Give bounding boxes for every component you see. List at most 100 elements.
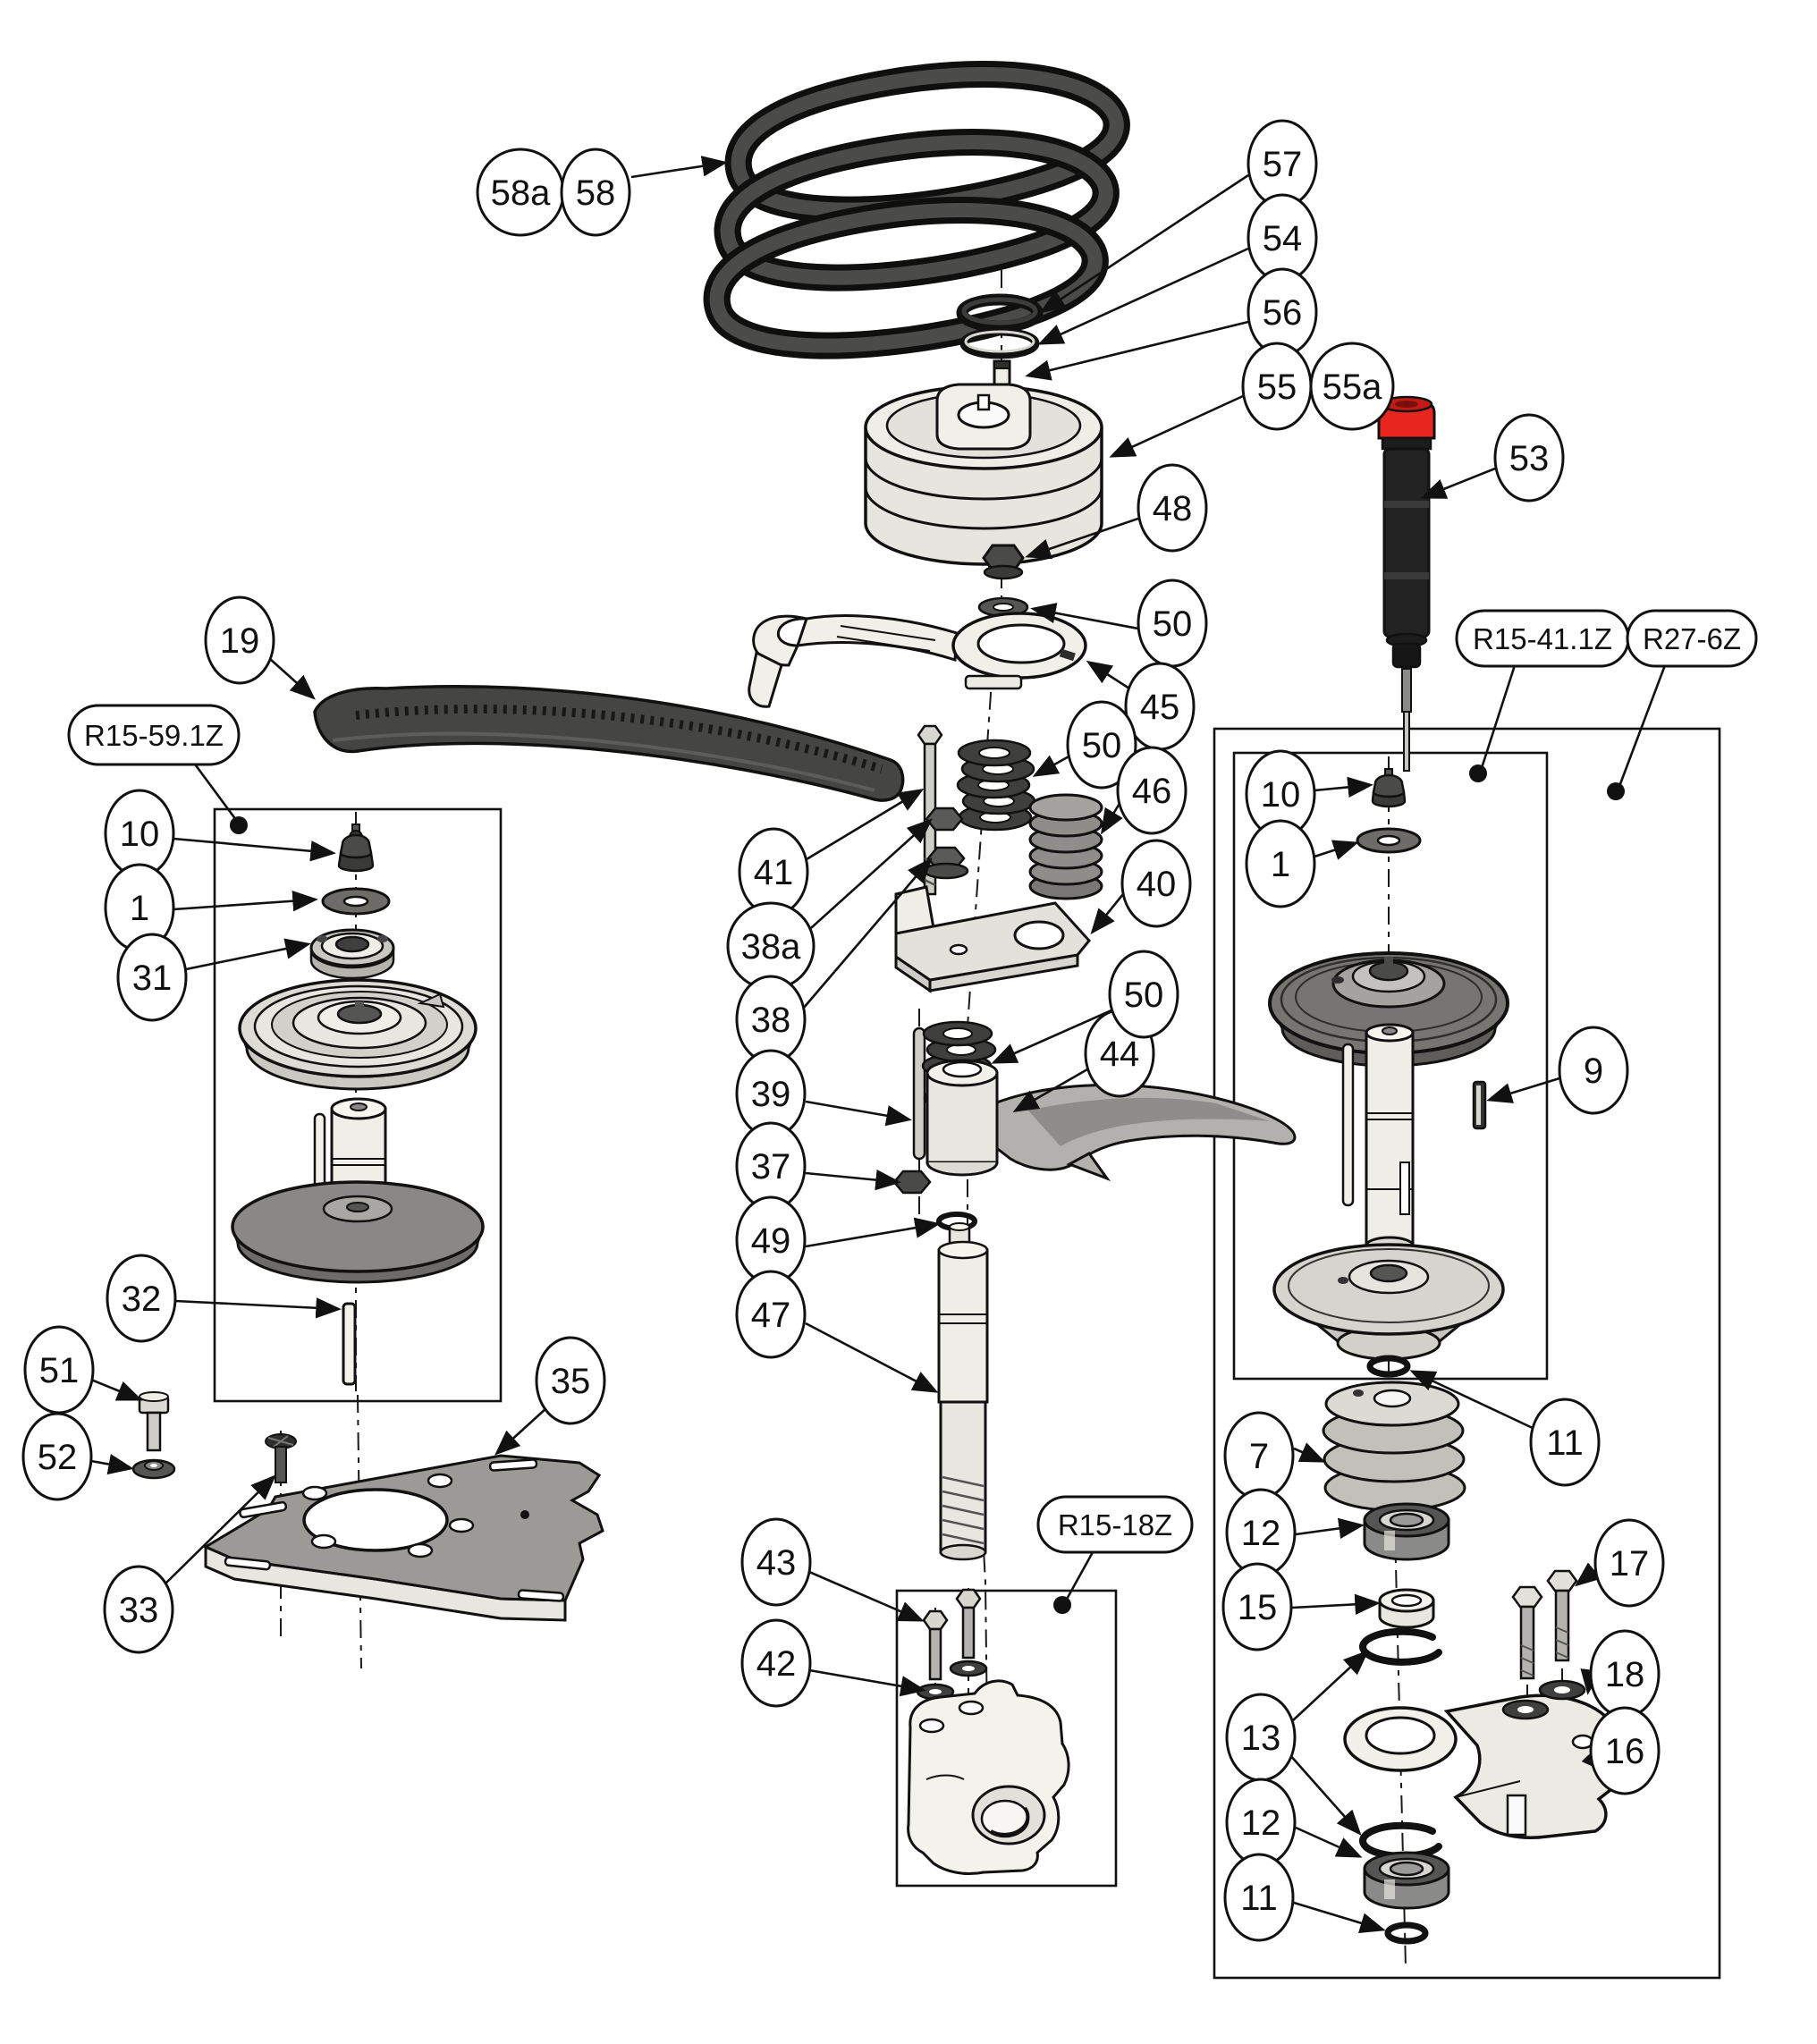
svg-text:46: 46	[1132, 772, 1172, 811]
balloon-16: 16	[1589, 1706, 1661, 1795]
svg-text:40: 40	[1137, 865, 1177, 904]
balloon-56: 56	[1247, 267, 1318, 357]
svg-text:9: 9	[1584, 1052, 1603, 1091]
svg-text:R27-6Z: R27-6Z	[1643, 622, 1741, 655]
balloon-39: 39	[735, 1049, 807, 1138]
leader-r15-18	[1063, 1551, 1094, 1603]
svg-text:37: 37	[751, 1147, 791, 1187]
balloon-11-upper: 11	[1529, 1398, 1601, 1487]
svg-text:51: 51	[39, 1351, 80, 1390]
balloon-47: 47	[735, 1270, 807, 1359]
svg-text:32: 32	[122, 1280, 162, 1319]
balloon-7: 7	[1223, 1411, 1295, 1500]
leader-9	[1486, 1077, 1560, 1103]
balloon-42: 42	[740, 1618, 812, 1708]
leader-31	[185, 938, 311, 971]
svg-text:38a: 38a	[741, 927, 801, 967]
svg-text:42: 42	[756, 1644, 797, 1684]
svg-text:R15-41.1Z: R15-41.1Z	[1473, 622, 1612, 655]
part-13-snap-ring-upper	[1359, 1627, 1442, 1666]
svg-text:12: 12	[1241, 1514, 1281, 1553]
svg-text:15: 15	[1238, 1588, 1278, 1627]
part-51-bolt	[138, 1391, 170, 1452]
svg-text:10: 10	[120, 815, 160, 854]
part-38-flange-nut	[923, 846, 969, 880]
part-housing-casting	[907, 1679, 1070, 1876]
part-7-stack-pulley	[1322, 1381, 1466, 1512]
svg-text:52: 52	[38, 1438, 78, 1477]
svg-text:50: 50	[1082, 726, 1122, 765]
leader-46	[1100, 801, 1123, 835]
balloon-11-lower: 11	[1223, 1853, 1295, 1942]
part-57-oring	[956, 293, 1044, 333]
svg-text:19: 19	[220, 621, 260, 661]
ref-label-r27-6z: R27-6Z	[1626, 609, 1758, 668]
part-37-nut	[892, 1170, 932, 1195]
part-18-washers	[1501, 1679, 1586, 1720]
balloon-12-upper: 12	[1225, 1488, 1297, 1577]
svg-text:16: 16	[1605, 1732, 1645, 1771]
svg-text:18: 18	[1605, 1655, 1645, 1694]
balloon-18: 18	[1589, 1629, 1661, 1719]
svg-text:55: 55	[1257, 367, 1297, 407]
part-44-arm	[925, 1059, 1297, 1182]
leader-43	[808, 1570, 925, 1622]
balloon-13: 13	[1225, 1693, 1297, 1782]
balloon-12-lower: 12	[1225, 1778, 1297, 1867]
leader-12-lower	[1295, 1826, 1363, 1858]
part-left-fixed-sheave	[238, 978, 477, 1091]
leader-r27-6	[1617, 664, 1667, 790]
balloon-38a: 38a	[726, 901, 816, 991]
balloon-43: 43	[740, 1517, 812, 1607]
balloon-50-top: 50	[1137, 579, 1208, 668]
part-17-bolts	[1511, 1569, 1578, 1680]
svg-text:12: 12	[1241, 1803, 1281, 1843]
part-11-oring-upper	[1366, 1355, 1411, 1378]
balloon-46: 46	[1116, 746, 1187, 835]
balloon-50-mid: 50	[1066, 700, 1137, 790]
leader-58	[630, 156, 728, 179]
part-55-pulley	[864, 383, 1103, 566]
leader-57	[1039, 173, 1249, 314]
part-11-oring-lower	[1384, 1922, 1429, 1945]
part-32-key	[342, 1302, 357, 1386]
leader-33	[164, 1474, 276, 1585]
ref-label-r15-41-1z: R15-41.1Z	[1455, 609, 1630, 668]
balloon-55: 55	[1241, 342, 1313, 431]
svg-text:58a: 58a	[491, 173, 551, 213]
svg-text:55a: 55a	[1323, 367, 1382, 407]
svg-text:35: 35	[551, 1362, 591, 1401]
leader-15	[1291, 1593, 1381, 1615]
svg-text:R15-18Z: R15-18Z	[1058, 1508, 1172, 1541]
svg-text:54: 54	[1263, 219, 1303, 258]
svg-text:1: 1	[130, 889, 149, 928]
svg-text:31: 31	[132, 959, 173, 998]
leader-12-upper	[1295, 1517, 1365, 1539]
part-15-spacer	[1378, 1588, 1435, 1629]
leader-38	[802, 857, 933, 1009]
part-19-toothed-belt	[313, 685, 905, 802]
part-48-nut	[982, 544, 1025, 580]
svg-text:17: 17	[1610, 1544, 1650, 1584]
balloon-57: 57	[1247, 119, 1318, 208]
leader-49	[805, 1217, 941, 1248]
svg-text:57: 57	[1263, 145, 1303, 184]
balloon-51: 51	[23, 1325, 95, 1415]
part-47-shaft	[937, 1222, 989, 1561]
balloon-53: 53	[1493, 413, 1565, 503]
leader-dot-r15-18	[1053, 1596, 1071, 1614]
leader-55	[1109, 394, 1244, 458]
svg-text:7: 7	[1249, 1437, 1269, 1476]
leader-11-lower	[1293, 1901, 1386, 1934]
svg-text:38: 38	[751, 1001, 791, 1040]
leader-11-upper	[1409, 1370, 1535, 1431]
balloon-1-left: 1	[104, 863, 175, 952]
leader-18	[1580, 1668, 1601, 1695]
leader-45	[1086, 660, 1130, 690]
balloon-37: 37	[735, 1121, 807, 1211]
leader-35	[494, 1406, 548, 1456]
leader-1-right	[1314, 840, 1359, 860]
balloon-40: 40	[1120, 839, 1192, 928]
right-outer-assembly-box	[1213, 727, 1721, 1980]
